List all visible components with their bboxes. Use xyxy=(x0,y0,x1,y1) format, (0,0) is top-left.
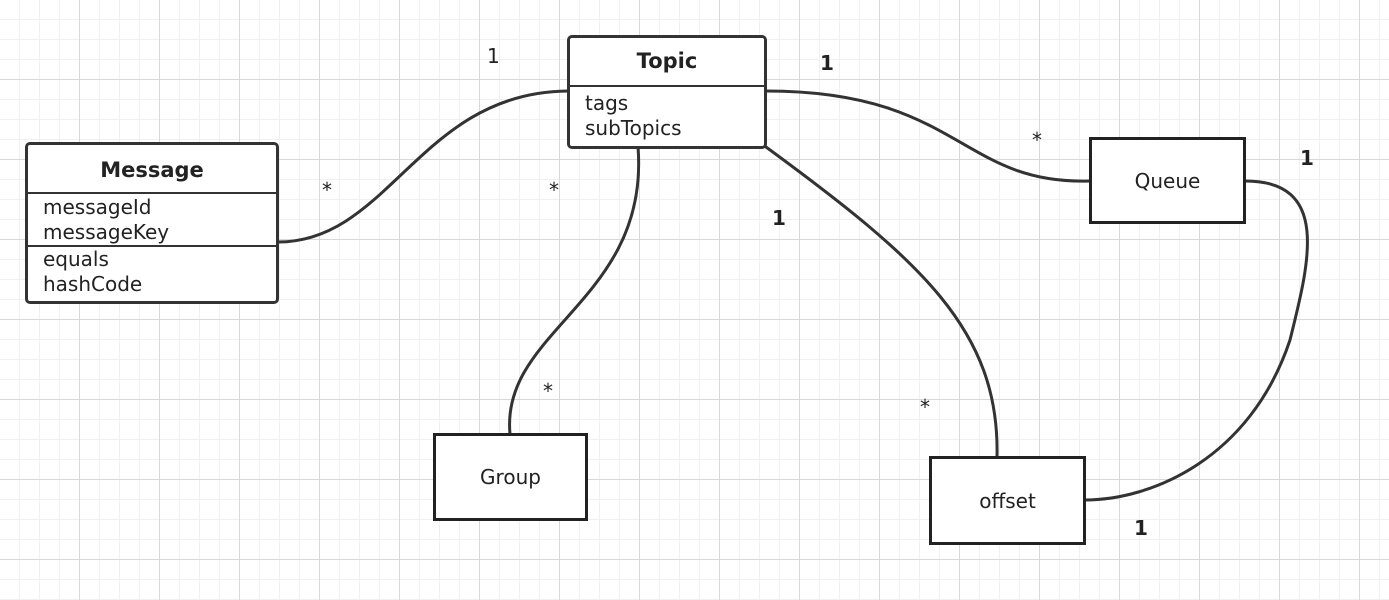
connector-topic-group[interactable] xyxy=(508,145,641,436)
message-attributes: messageId messageKey xyxy=(28,194,276,245)
multiplicity-topic-queue: 1 xyxy=(820,51,834,75)
offset-label: offset xyxy=(979,488,1036,513)
queue-box[interactable]: Queue xyxy=(1089,137,1246,224)
multiplicity-queue-topic: * xyxy=(1032,128,1042,152)
message-method-equals: equals xyxy=(43,247,109,271)
connector-queue-offset[interactable] xyxy=(1083,179,1309,502)
message-methods: equals hashCode xyxy=(28,245,276,297)
group-box[interactable]: Group xyxy=(433,433,588,521)
message-method-hashcode: hashCode xyxy=(43,272,143,296)
multiplicity-offset-topic: * xyxy=(920,395,930,419)
multiplicity-group-topic: * xyxy=(543,379,553,403)
connector-topic-offset[interactable] xyxy=(764,145,999,459)
message-attribute-messageid: messageId xyxy=(43,195,152,219)
topic-attributes: tags subTopics xyxy=(570,87,764,141)
multiplicity-offset-queue: 1 xyxy=(1134,516,1148,540)
offset-box[interactable]: offset xyxy=(929,456,1086,545)
topic-class-name: Topic xyxy=(570,38,764,87)
multiplicity-queue-offset: 1 xyxy=(1300,146,1314,170)
multiplicity-message-topic: * xyxy=(322,178,332,202)
queue-label: Queue xyxy=(1134,168,1201,193)
multiplicity-topic-message: 1 xyxy=(487,44,500,68)
group-label: Group xyxy=(480,465,541,489)
message-attribute-messagekey: messageKey xyxy=(43,220,170,244)
topic-attribute-subtopics: subTopics xyxy=(585,116,682,140)
topic-class[interactable]: Topic tags subTopics xyxy=(567,35,767,149)
message-class[interactable]: Message messageId messageKey equals hash… xyxy=(25,142,279,304)
connector-topic-queue[interactable] xyxy=(764,89,1092,183)
multiplicity-topic-offset: 1 xyxy=(772,206,786,230)
topic-attribute-tags: tags xyxy=(585,91,629,115)
multiplicity-topic-group: * xyxy=(549,178,559,202)
message-class-name: Message xyxy=(28,145,276,194)
connector-message-topic[interactable] xyxy=(276,89,570,244)
